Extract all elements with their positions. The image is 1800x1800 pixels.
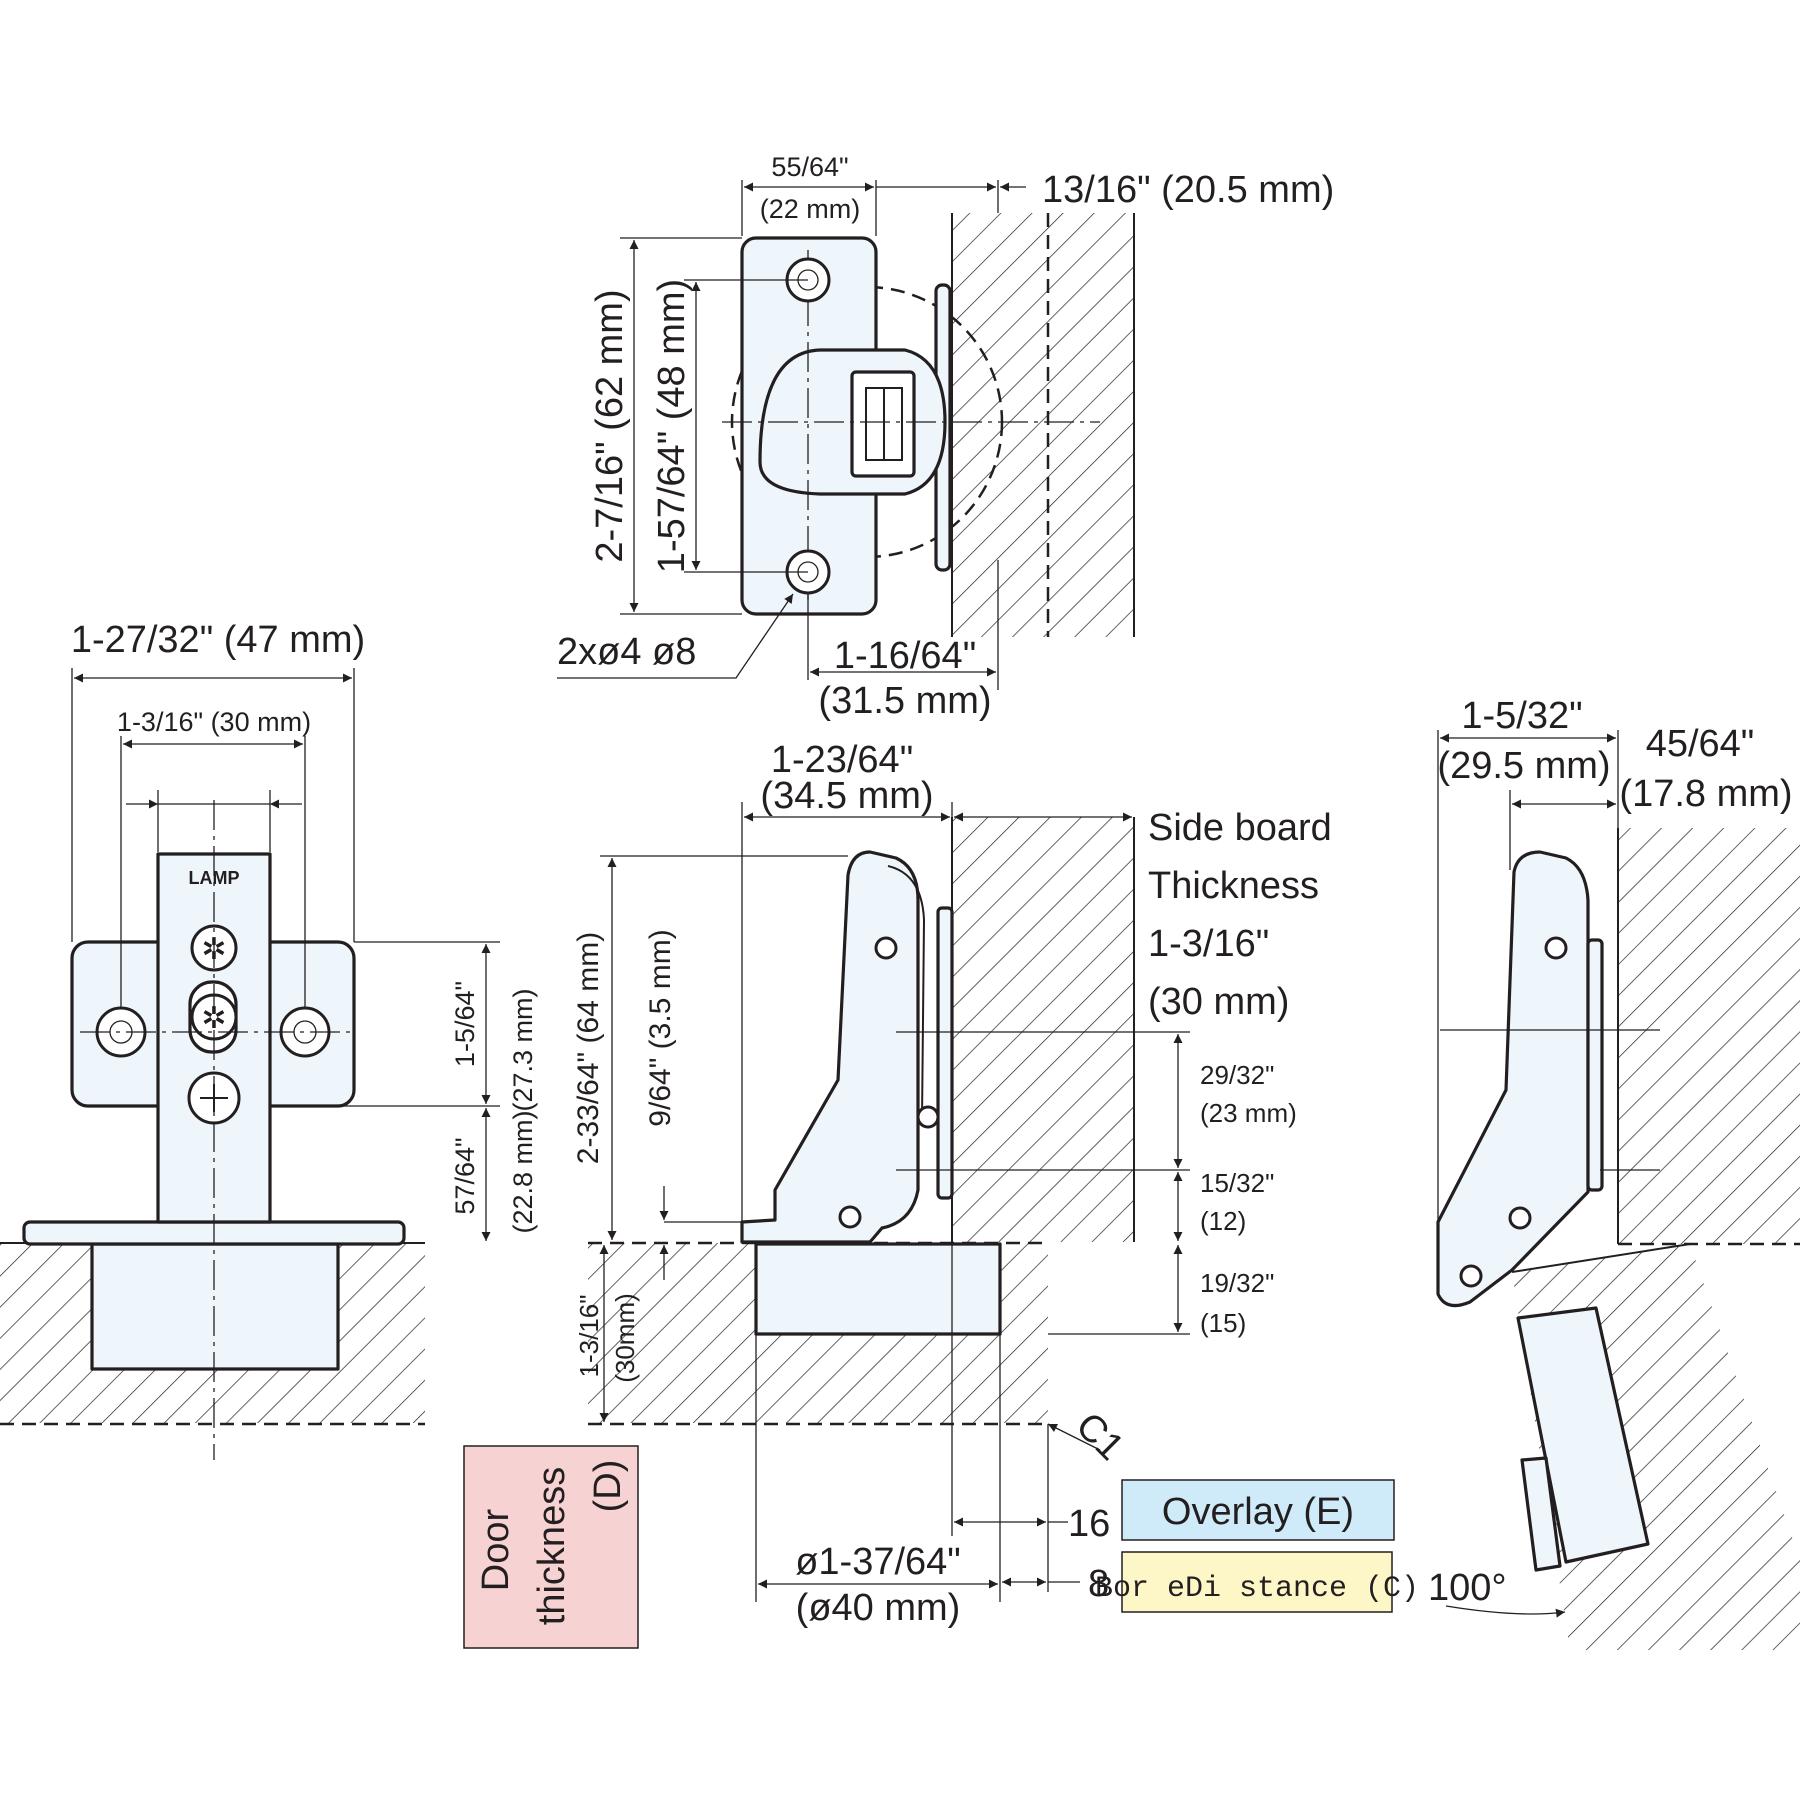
top-wall-section <box>952 213 1134 637</box>
side-door-in: 1-3/16" <box>574 1295 604 1378</box>
open-left-in: 1-5/32" <box>1461 695 1582 737</box>
top-width-mm: (22 mm) <box>760 194 861 224</box>
open-right-mm: (17.8 mm) <box>1619 773 1792 815</box>
front-logo: LAMP <box>189 868 240 888</box>
top-height-holes: 1-57/64" (48 mm) <box>651 279 693 573</box>
open-view: 1-5/32" (29.5 mm) 45/64" (17.8 mm) 100° <box>1428 695 1800 1650</box>
door-label-1: Door <box>475 1508 517 1591</box>
open-left-mm: (29.5 mm) <box>1437 745 1610 787</box>
overlay-label: Overlay (E) <box>1162 1491 1354 1533</box>
top-depth-in: 1-16/64" <box>834 635 976 677</box>
bore-label: Bor eDi stance (C) <box>1095 1572 1419 1606</box>
top-view: 55/64" (22 mm) 13/16" (20.5 mm) 2-7/16" … <box>557 152 1334 722</box>
bore-value: 8 <box>1088 1563 1109 1605</box>
board-label-2: Thickness <box>1148 865 1319 907</box>
board-label-3: 1-3/16" <box>1148 923 1269 965</box>
front-lower-in: 57/64" <box>450 1137 480 1214</box>
open-board-section <box>1618 828 1800 1244</box>
cup-diameter-mm: (ø40 mm) <box>796 1587 961 1629</box>
cup-diameter-in: ø1-37/64" <box>795 1541 961 1583</box>
side-arm <box>740 850 920 1244</box>
door-label-3: (D) <box>587 1460 629 1513</box>
front-hole-spacing: 1-3/16" (30 mm) <box>117 707 311 737</box>
open-right-in: 45/64" <box>1646 723 1755 765</box>
side-height-total: 2-33/64" (64 mm) <box>572 932 605 1164</box>
top-width-in: 55/64" <box>771 152 848 182</box>
side-door-mm: (30mm) <box>610 1293 640 1383</box>
door-thickness-box <box>463 1445 639 1649</box>
board-label-1: Side board <box>1148 807 1332 849</box>
front-cup <box>90 1242 340 1371</box>
side-view: 1-23/64" (34.5 mm) Side board Thickness … <box>463 739 1419 1649</box>
dim-b-in: 15/32" <box>1200 1168 1274 1198</box>
top-plate-offset: 13/16" (20.5 mm) <box>1042 169 1334 211</box>
open-angle: 100° <box>1428 1567 1507 1609</box>
open-arm <box>1436 850 1590 1308</box>
dim-c-in: 19/32" <box>1200 1268 1274 1298</box>
bore-label-box <box>1121 1551 1393 1613</box>
top-height-outer: 2-7/16" (62 mm) <box>589 289 631 562</box>
front-upper-in: 1-5/64" <box>450 981 480 1067</box>
dim-b-mm: (12) <box>1200 1206 1246 1236</box>
side-arm-mm: (34.5 mm) <box>760 775 933 817</box>
top-depth-mm: (31.5 mm) <box>818 680 991 722</box>
top-holes-note: 2xø4 ø8 <box>557 631 696 673</box>
side-cup <box>754 1242 1002 1336</box>
front-lower-mm: (22.8 mm) <box>508 1110 538 1233</box>
front-overall-width: 1-27/32" (47 mm) <box>71 619 365 661</box>
front-upper-mm: (27.3 mm) <box>508 988 538 1111</box>
dim-a-mm: (23 mm) <box>1200 1098 1297 1128</box>
overlay-label-box <box>1121 1479 1395 1541</box>
overlay-value: 16 <box>1068 1503 1110 1545</box>
dim-c-mm: (15) <box>1200 1308 1246 1338</box>
front-view: LAMP ✲ ✲ 1-27/32" (47 mm) 1-3/16" (30 mm… <box>0 619 538 1460</box>
side-arm-in: 1-23/64" <box>771 739 913 781</box>
door-label-2: thickness <box>531 1467 573 1625</box>
dim-a-in: 29/32" <box>1200 1060 1274 1090</box>
side-board-section <box>952 817 1134 1242</box>
side-small-gap: 9/64" (3.5 mm) <box>644 929 677 1126</box>
chamfer-label: C1 <box>1068 1405 1132 1469</box>
board-label-4: (30 mm) <box>1148 981 1289 1023</box>
